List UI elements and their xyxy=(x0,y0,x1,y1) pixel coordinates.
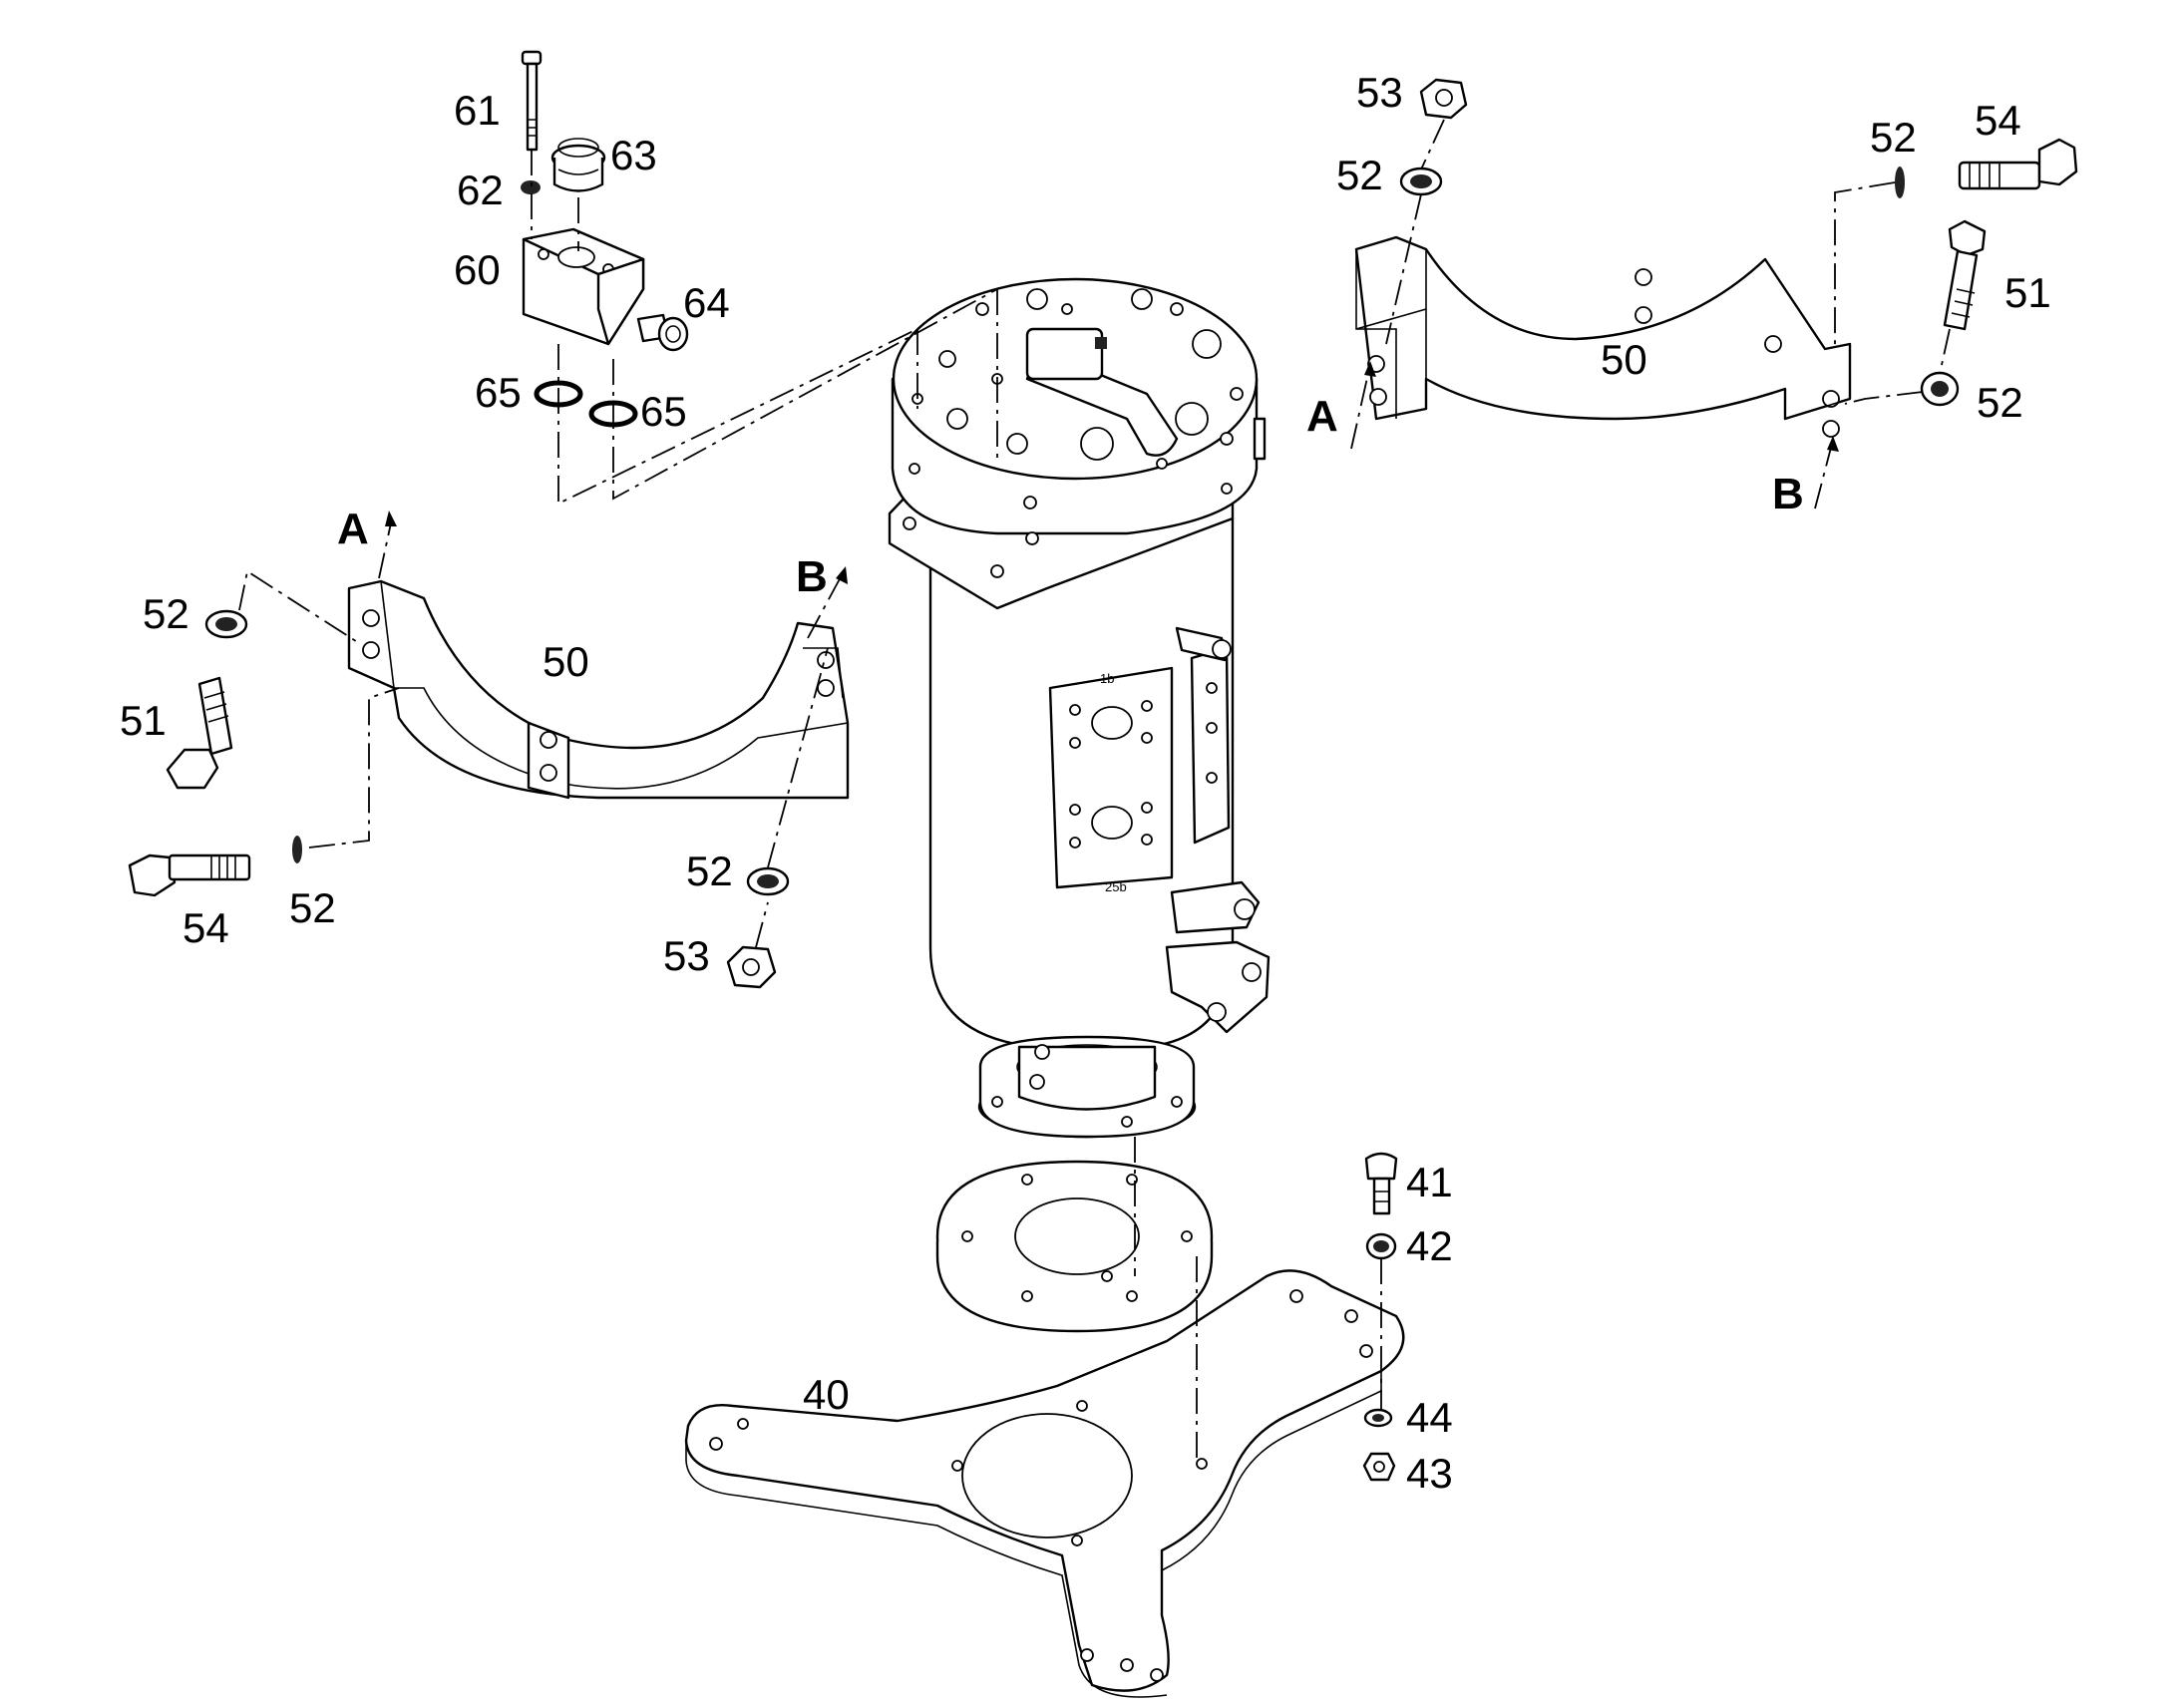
marker-a-right: A xyxy=(1306,392,1338,441)
label-54-right: 54 xyxy=(1975,97,2021,144)
label-52-right-top2: 52 xyxy=(1870,114,1917,161)
label-52-mid: 52 xyxy=(686,848,733,894)
part-number-labels: 61 63 62 60 64 65 65 52 51 54 52 50 52 5… xyxy=(120,69,2051,1497)
valve-block-assembly xyxy=(521,50,998,506)
view-arrows xyxy=(378,361,1839,639)
label-52-left-top: 52 xyxy=(143,590,189,637)
label-62: 62 xyxy=(457,167,504,213)
label-52-right-bottom: 52 xyxy=(1977,379,2023,426)
label-63: 63 xyxy=(610,132,657,178)
label-52-left-bottom: 52 xyxy=(289,884,336,931)
label-52-right-top: 52 xyxy=(1336,152,1383,198)
view-marker-labels: A B A B xyxy=(337,392,1804,601)
label-51-right: 51 xyxy=(2004,269,2051,316)
label-64: 64 xyxy=(683,279,730,326)
label-51-left: 51 xyxy=(120,697,167,744)
right-clamp-half xyxy=(1354,235,1852,438)
left-clamp-half xyxy=(347,579,850,800)
label-50-right: 50 xyxy=(1601,336,1647,383)
port-label-1b: 1b xyxy=(1100,671,1114,686)
marker-b-left: B xyxy=(796,552,828,601)
label-54-left: 54 xyxy=(182,904,229,951)
label-53-mid: 53 xyxy=(663,932,710,979)
label-53-right: 53 xyxy=(1356,69,1403,116)
label-44: 44 xyxy=(1406,1394,1453,1441)
central-rotary-unit: 1b 25b xyxy=(888,277,1271,1139)
left-fasteners xyxy=(128,569,829,989)
base-parts xyxy=(684,1137,1405,1698)
label-65-b: 65 xyxy=(640,388,687,435)
label-43: 43 xyxy=(1406,1450,1453,1497)
marker-b-right: B xyxy=(1772,470,1804,518)
label-42: 42 xyxy=(1406,1222,1453,1269)
label-60: 60 xyxy=(454,246,501,293)
label-50-left: 50 xyxy=(543,638,589,685)
marker-a-left: A xyxy=(337,505,369,553)
label-61: 61 xyxy=(454,87,501,134)
right-fasteners xyxy=(1385,78,2078,407)
label-41: 41 xyxy=(1406,1159,1453,1205)
label-40: 40 xyxy=(803,1371,850,1418)
port-label-25b: 25b xyxy=(1105,879,1127,894)
label-65-a: 65 xyxy=(475,369,522,416)
